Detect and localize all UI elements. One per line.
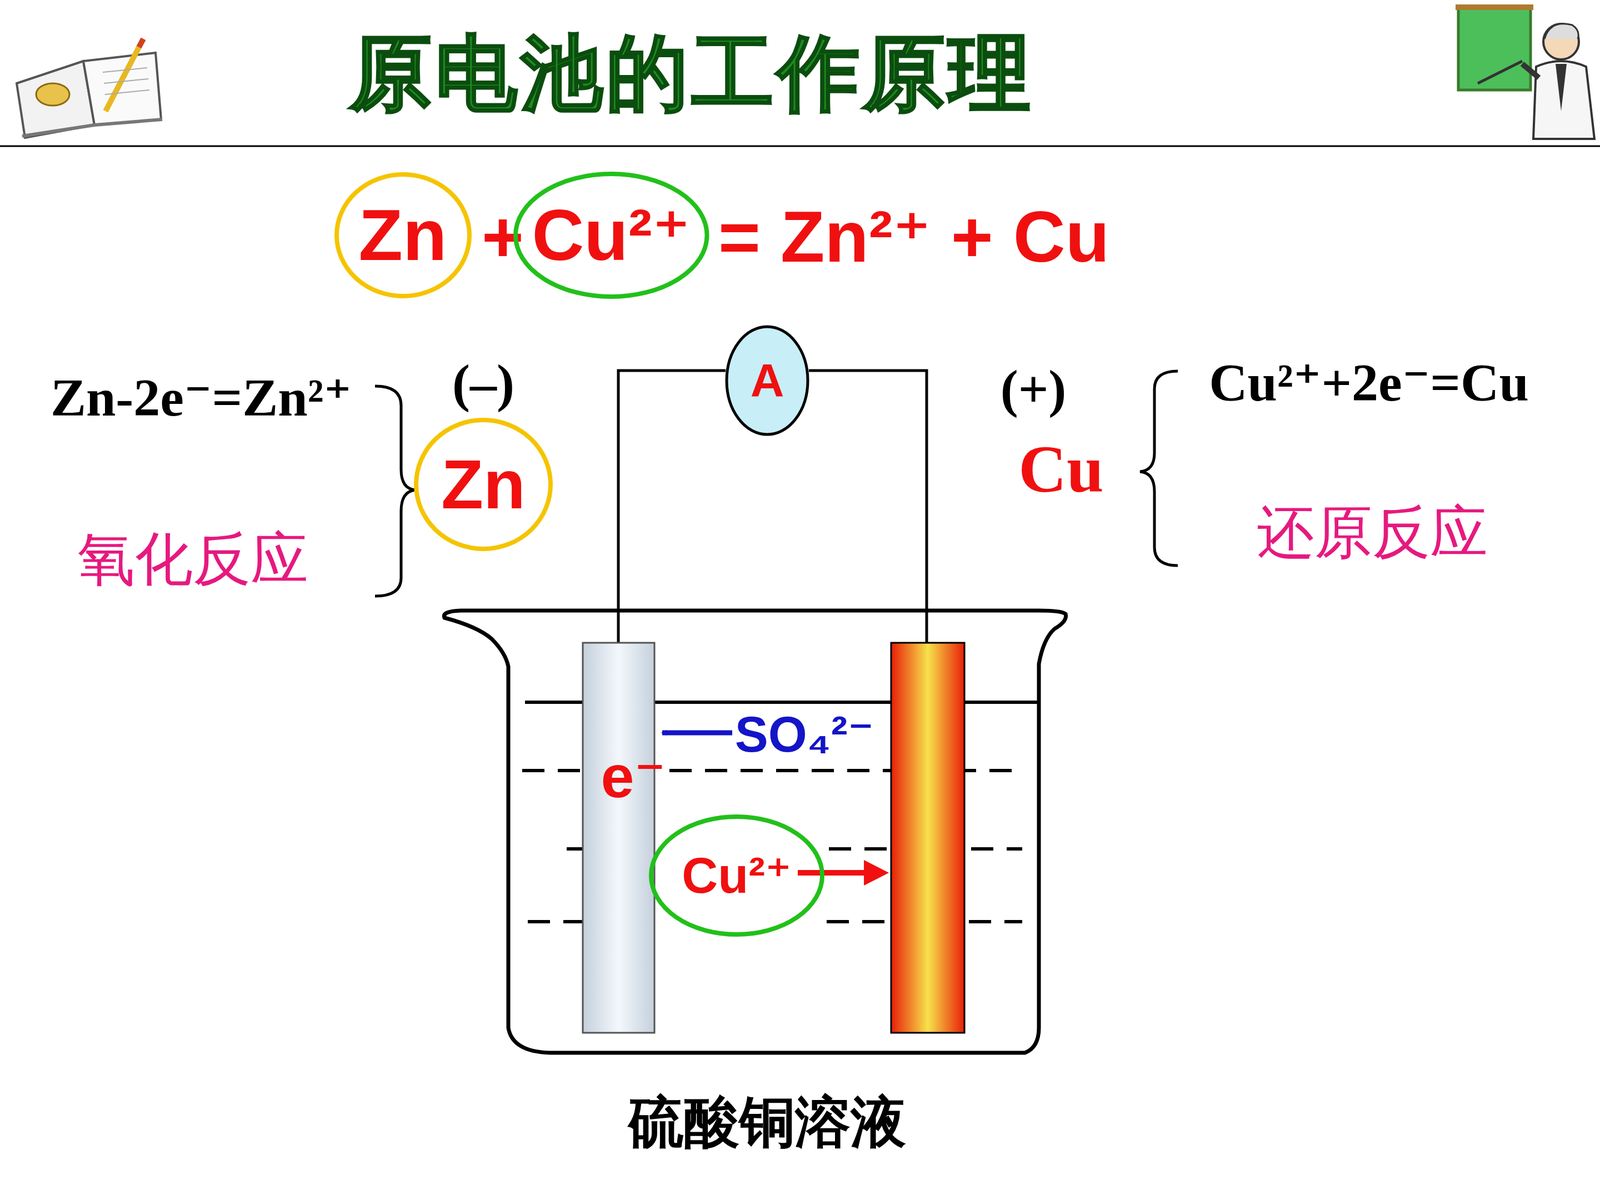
ammeter: A (724, 324, 810, 437)
node-text: Zn (358, 198, 448, 272)
title: 原电池的工作原理 (349, 32, 1034, 115)
electrode-name: Cu (1018, 436, 1104, 503)
reactant-circle: Cu²⁺ (513, 171, 710, 299)
reaction-type: 还原反应 (1256, 503, 1488, 562)
electrode-circle: Zn (413, 417, 553, 552)
brace (375, 386, 416, 597)
ellipse-outline (651, 816, 823, 935)
teacher-icon (1455, 4, 1595, 139)
caption-solution: 硫酸铜溶液 (628, 1095, 907, 1151)
node-text: Cu²⁺ (531, 198, 690, 272)
half-reaction: Zn-2e⁻=Zn²⁺ (50, 371, 352, 425)
header-rule (0, 145, 1600, 148)
zinc-electrode (582, 642, 655, 1033)
electron-label: e⁻ (600, 746, 666, 807)
wire (618, 370, 726, 643)
electrode-sign: (+) (1000, 362, 1067, 416)
node-text: Cu²⁺ (681, 850, 792, 901)
reaction-type: 氧化反应 (77, 530, 309, 589)
wire (808, 370, 927, 643)
node-text: A (750, 357, 785, 404)
electrode-sign: (–) (452, 356, 515, 410)
ellipse-outline (416, 420, 551, 549)
book-icon (16, 38, 163, 138)
sulfate-arrow (662, 730, 733, 736)
node-text: Zn (441, 450, 526, 519)
copper-ion-arrow (797, 860, 889, 886)
copper-electrode (891, 642, 965, 1033)
ion-label: SO₄²⁻ (735, 709, 874, 760)
ellipse-outline (726, 326, 808, 435)
ellipse-outline (515, 173, 708, 297)
beaker (443, 610, 1066, 1053)
equation-part: = Zn²⁺ + Cu (718, 200, 1110, 273)
brace (1140, 371, 1178, 566)
reactant-circle: Zn (334, 172, 472, 299)
ion-circle: Cu²⁺ (648, 814, 825, 937)
half-reaction: Cu²⁺+2e⁻=Cu (1208, 356, 1529, 410)
ellipse-outline (336, 174, 470, 297)
